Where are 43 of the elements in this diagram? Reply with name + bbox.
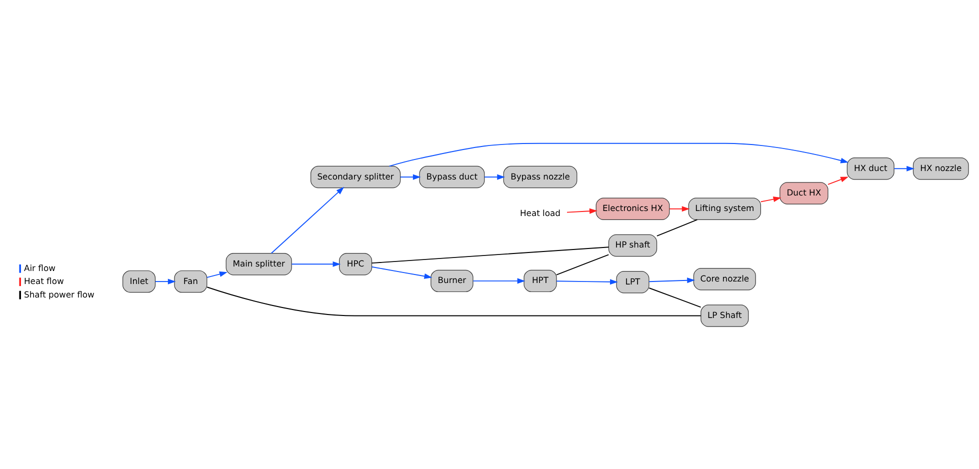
node-box: HX nozzle (912, 157, 969, 180)
node-box: HPC (339, 252, 372, 275)
arrow (371, 266, 432, 278)
node-box: Lifting system (688, 197, 761, 220)
arrow (472, 278, 526, 284)
arrow (566, 208, 598, 214)
arrow (828, 176, 849, 184)
connector (556, 254, 610, 275)
node-box: Burner (430, 269, 474, 292)
node-box: Inlet (122, 270, 156, 292)
node-box: Bypass nozzle (503, 165, 578, 188)
connector (371, 246, 610, 264)
node-box: HPT (524, 269, 557, 292)
arrow (388, 142, 849, 166)
connector (656, 218, 698, 236)
arrow (291, 260, 341, 266)
arrow (648, 277, 696, 283)
arrow (484, 174, 506, 180)
node-box: LPT (616, 270, 650, 293)
connector (648, 287, 702, 308)
arrow (270, 186, 344, 254)
node-box: Duct HX (780, 182, 828, 204)
arrow (400, 174, 421, 180)
node-box: Electronics HX (596, 197, 670, 220)
arrow (760, 196, 782, 202)
legend-label: Heat flow (24, 276, 64, 286)
arrow (154, 278, 176, 284)
arrow (206, 270, 228, 278)
node-box: HP shaft (608, 234, 658, 256)
arrow (894, 165, 915, 171)
legend-label: Shaft power flow (24, 288, 94, 299)
node-box: LP Shaft (700, 304, 749, 326)
node-box: Main splitter (226, 252, 292, 275)
node-box: Secondary splitter (310, 165, 401, 188)
node-box: Fan (174, 270, 208, 292)
node-box: HX duct (846, 157, 894, 180)
arrow (668, 206, 690, 212)
node-text: Heat load (520, 207, 561, 218)
node-box: Bypass duct (419, 165, 485, 188)
legend-label: Air flow (24, 262, 56, 272)
connector (206, 286, 702, 316)
node-box: Core nozzle (693, 268, 756, 290)
arrow (556, 278, 618, 284)
